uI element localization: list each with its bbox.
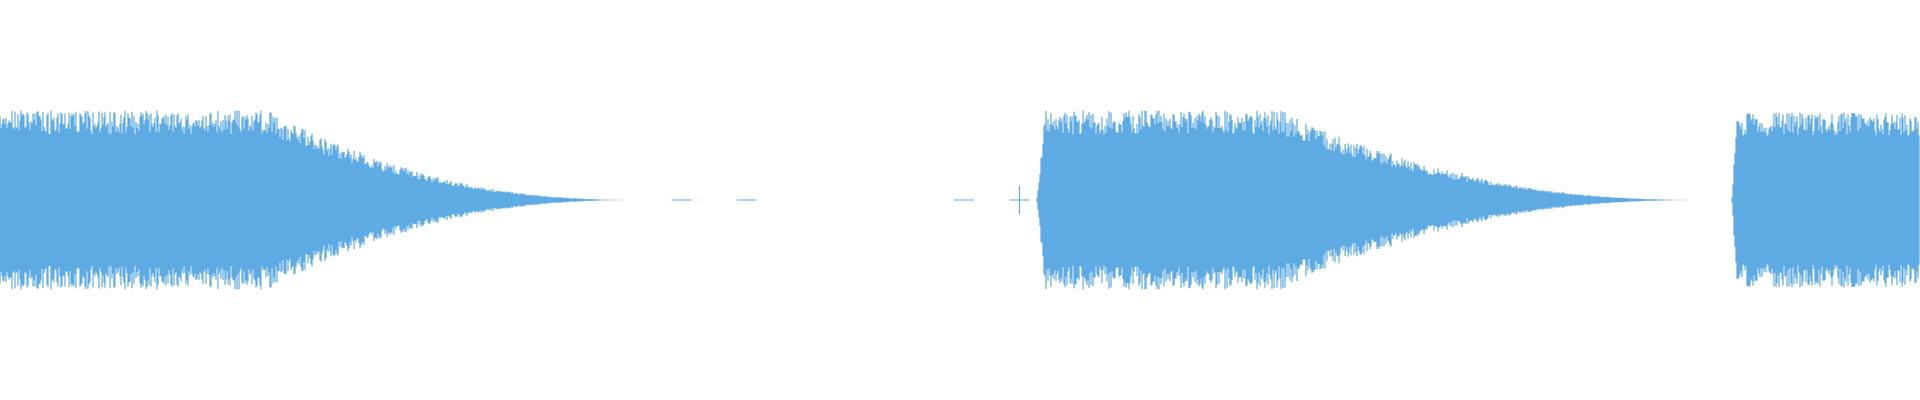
waveform-segment-2-samples [1036,110,1689,290]
waveform-segment-3 [1731,112,1920,288]
waveform-segment-1-samples [0,110,625,290]
waveform-segment-3-samples [1731,112,1920,288]
waveform-segment-2 [1036,110,1689,290]
waveform-segment-1 [0,110,625,290]
